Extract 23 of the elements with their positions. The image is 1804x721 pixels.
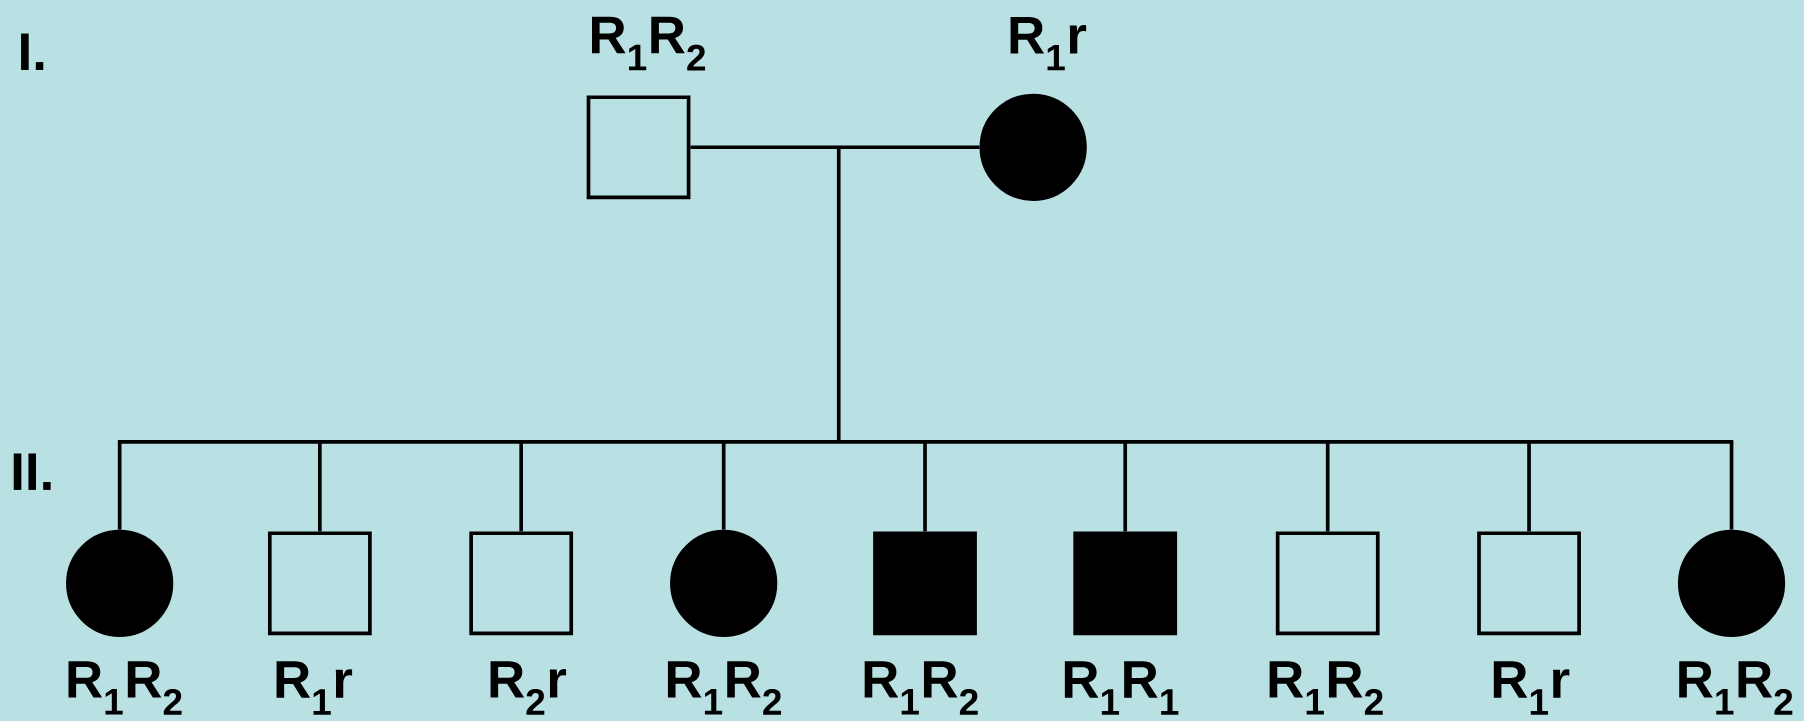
descent-line — [519, 441, 524, 532]
descent-line — [1123, 441, 1128, 532]
descent-line — [1325, 441, 1330, 532]
marriage-line — [690, 145, 980, 149]
genotype-label: R$_{2}$r — [490, 661, 567, 715]
descent-line — [923, 441, 927, 532]
generation-label: I. — [21, 33, 44, 70]
genotype-label: R$_{1}$R$_{2}$ — [68, 661, 182, 715]
genotype-label: R$_{1}$r — [276, 661, 353, 715]
descent-line — [1527, 441, 1531, 532]
descent-line — [721, 441, 726, 530]
genotype-label: R$_{1}$R$_{2}$ — [864, 661, 978, 715]
descent-line — [117, 441, 122, 530]
genotype-label: R$_{1}$R$_{1}$ — [1064, 661, 1179, 715]
descent-line — [318, 441, 322, 532]
genotype-label: R$_{1}$r — [1010, 16, 1087, 71]
genotype-label: R$_{1}$R$_{2}$ — [667, 661, 781, 715]
descent-line — [1729, 441, 1734, 530]
genotype-label: R$_{1}$R$_{2}$ — [592, 16, 706, 71]
generation-label: II. — [13, 453, 51, 490]
genotype-label: R$_{1}$R$_{2}$ — [1269, 661, 1383, 715]
genotype-label: R$_{1}$R$_{2}$ — [1679, 661, 1793, 715]
genotype-label: R$_{1}$r — [1493, 661, 1570, 715]
